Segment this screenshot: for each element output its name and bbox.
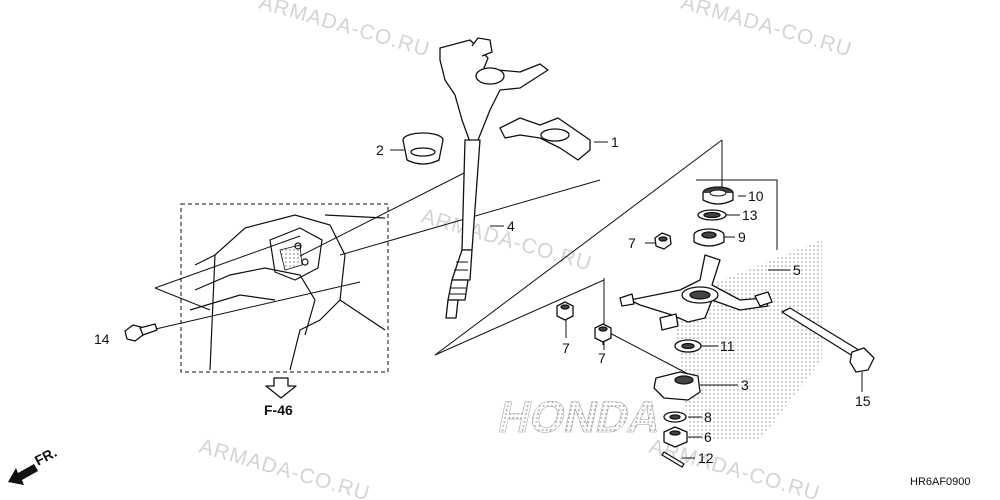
callout-8: 8 <box>704 409 712 425</box>
leader-bolt-14 <box>146 281 361 332</box>
honda-logo-text: HONDA <box>494 393 666 441</box>
steering-shaft <box>439 37 549 319</box>
seal-11-inner <box>681 342 695 350</box>
callout-7-upper: 7 <box>628 235 636 251</box>
steering-shaft-bracket-hole <box>475 67 505 85</box>
steering-arm-stud-right <box>754 291 773 307</box>
callout-6: 6 <box>704 429 712 445</box>
nut-7b-hole <box>560 304 570 310</box>
callout-4: 4 <box>507 218 515 234</box>
bearing-10-body <box>702 193 734 205</box>
callout-1: 1 <box>611 134 619 150</box>
bolt-15-head <box>849 347 875 373</box>
steering-shaft-bracket-tab <box>471 37 493 57</box>
front-arrow-icon <box>8 464 38 485</box>
callout-15: 15 <box>855 393 871 409</box>
bearing-stack <box>693 186 734 247</box>
reference-arrow: F-46 <box>264 377 297 418</box>
callout-5: 5 <box>793 262 801 278</box>
steering-shaft-tip <box>445 299 459 319</box>
frame-outline-6 <box>339 299 386 331</box>
bolt-15 <box>781 307 875 373</box>
nut-6 <box>663 426 688 448</box>
leader-bracket-5 <box>696 179 778 250</box>
nut-6-hole <box>669 430 681 436</box>
bearing-9-body <box>693 235 725 247</box>
steering-arm-bore <box>689 290 711 300</box>
leader-arm-to-3 <box>603 329 691 376</box>
frame-detail <box>180 203 389 373</box>
leader-frame-bottom <box>154 287 211 311</box>
leader-shaft-arm <box>434 279 605 356</box>
bolt-14 <box>124 323 158 342</box>
frame-outline-1 <box>194 214 346 371</box>
callout-2: 2 <box>376 142 384 158</box>
frame-outline-4 <box>189 294 276 311</box>
nut-7c <box>594 323 612 343</box>
lower-arm <box>653 371 701 401</box>
callout-11: 11 <box>720 338 735 354</box>
steering-shaft-lower <box>451 249 473 281</box>
cotter-pin-12-body <box>661 451 685 468</box>
shaft-holder <box>499 117 591 161</box>
callout-9: 9 <box>738 229 746 245</box>
front-indicator: FR. <box>8 444 59 485</box>
callout-14: 14 <box>94 331 110 347</box>
steering-shaft-ribs <box>450 261 468 295</box>
cotter-pin-12 <box>661 451 685 468</box>
steering-arm-stud-left <box>619 293 635 307</box>
down-arrow-icon <box>265 377 297 399</box>
steering-arm <box>619 254 773 331</box>
shaft-holder-curve <box>540 128 570 142</box>
shaft-seal-inner <box>410 147 436 157</box>
callouts: 1 2 3 4 5 6 7 7 7 8 9 10 11 12 13 14 15 <box>94 134 871 466</box>
nut-7a <box>654 232 672 250</box>
bearing-9-inner <box>701 231 717 239</box>
seal-13-inner <box>703 211 721 219</box>
seal-11 <box>674 339 702 353</box>
bearing-10-inner <box>709 189 727 197</box>
shaft-seal <box>402 132 444 165</box>
frame-bracket <box>269 227 323 281</box>
frame-outline-3 <box>209 254 216 371</box>
leader-frame-top <box>154 235 301 289</box>
frame-detail-box <box>180 203 389 373</box>
watermark-3: ARMADA-CO.RU <box>419 205 595 276</box>
diagram-code: HR6AF0900 <box>910 476 971 488</box>
nut-6-body <box>663 426 688 448</box>
frame-outline-2 <box>194 267 316 336</box>
steering-shaft-spline <box>447 279 469 301</box>
washer-8 <box>663 411 687 423</box>
callout-3: 3 <box>741 377 749 393</box>
nut-7b <box>556 301 574 321</box>
bolt-14-shank <box>139 323 158 336</box>
callout-13: 13 <box>742 207 758 223</box>
leader-shaft-frame <box>299 169 471 257</box>
steering-arm-stud-lower <box>659 313 679 331</box>
lower-arm-body <box>653 371 701 401</box>
callout-12: 12 <box>698 450 714 466</box>
callout-10: 10 <box>748 188 764 204</box>
watermark-4: ARMADA-CO.RU <box>197 435 373 500</box>
reference-label: F-46 <box>264 402 293 418</box>
watermark-2: ARMADA-CO.RU <box>679 0 855 61</box>
nut-7c-hole <box>598 326 608 332</box>
frame-hole-2 <box>301 258 309 266</box>
frame-shaded-area <box>279 244 303 271</box>
watermark-1: ARMADA-CO.RU <box>257 0 433 61</box>
leader-shaft-bottom <box>434 139 723 356</box>
nut-7a-hole <box>658 236 668 242</box>
callout-7-left: 7 <box>562 340 570 356</box>
washer-8-inner <box>669 414 681 420</box>
front-label: FR. <box>32 444 59 469</box>
lower-arm-hole <box>674 375 694 385</box>
callout-7-middle: 7 <box>598 350 606 366</box>
